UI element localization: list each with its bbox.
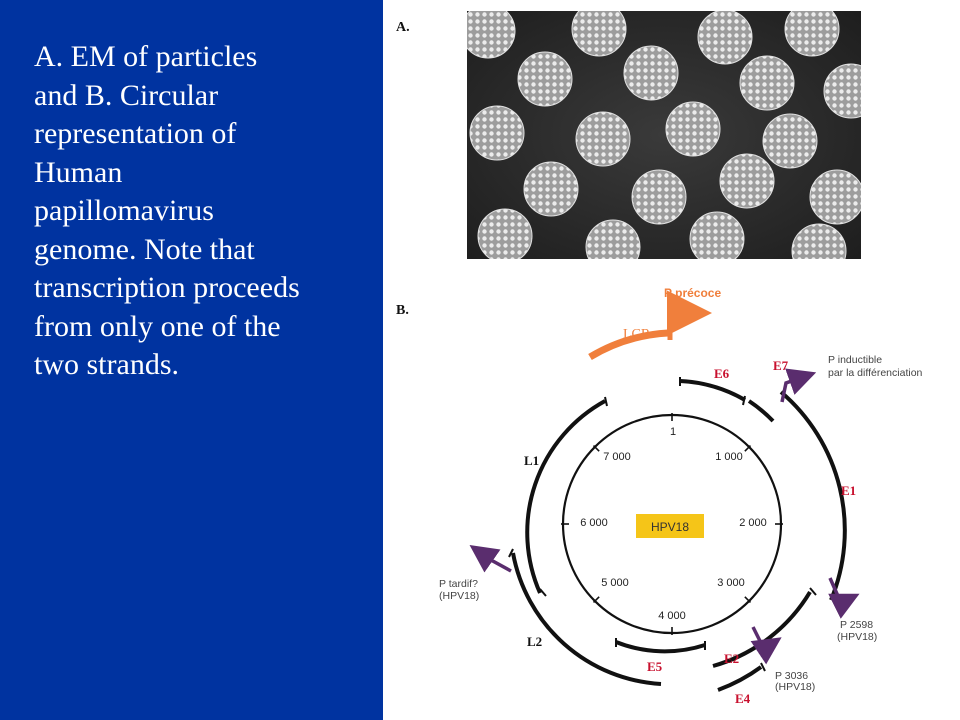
gene-label-e1: E1 <box>841 483 856 498</box>
tick-label-4000: 4 000 <box>658 610 686 622</box>
virus-particle <box>739 55 795 111</box>
inducible-promoter-arrow <box>780 368 817 403</box>
late-promoter-label-1: P tardif? <box>439 578 478 590</box>
tick-label-6000: 6 000 <box>580 517 608 529</box>
caption-line: genome. Note that <box>34 232 255 266</box>
late-promoter-arrow <box>469 544 512 573</box>
caption-line: papillomavirus <box>34 194 214 227</box>
caption-line: two strands. <box>34 348 179 381</box>
virus-particle <box>469 105 525 161</box>
caption-line: Human <box>34 155 123 189</box>
gene-arc-l1 <box>525 399 606 594</box>
virus-particle <box>762 113 818 169</box>
gene-label-l2: L2 <box>527 634 542 649</box>
early-promoter-label: P précoce <box>664 286 721 300</box>
tick-label-2000: 2 000 <box>739 517 767 529</box>
virus-particle <box>809 169 861 225</box>
gene-arc-e7 <box>747 399 775 423</box>
genome-map: HPV18 1 1 000 2 000 3 000 4 000 5 000 6 … <box>439 286 923 706</box>
caption-panel: A. EM of particles and B. Circular repre… <box>0 0 383 720</box>
gene-arc-e1 <box>779 390 847 601</box>
virus-particle <box>665 101 721 157</box>
tick-label-5000: 5 000 <box>601 577 629 589</box>
gene-label-e4: E4 <box>735 691 751 706</box>
gene-label-e5: E5 <box>647 659 663 674</box>
hpv18-label: HPV18 <box>651 520 689 534</box>
genome-tick <box>744 444 752 452</box>
virus-particle <box>523 161 579 217</box>
lcr-arc <box>588 329 669 361</box>
gene-label-e7: E7 <box>773 358 789 373</box>
caption-line: representation of <box>34 117 237 150</box>
virus-particle <box>575 111 631 167</box>
genome-tick <box>592 444 600 452</box>
virus-particle <box>623 45 679 101</box>
p3036-arrow <box>750 626 782 665</box>
panel-b-label: B. <box>396 303 409 318</box>
virus-particle <box>477 208 533 259</box>
tick-label-1: 1 <box>670 426 676 438</box>
virus-particle <box>571 11 627 57</box>
gene-label-e6: E6 <box>714 366 730 381</box>
late-promoter-label-2: (HPV18) <box>439 590 479 602</box>
gene-arc-l2 <box>511 552 662 686</box>
gene-label-l1: L1 <box>524 453 539 468</box>
virus-particle <box>791 223 847 259</box>
tick-label-7000: 7 000 <box>603 451 631 463</box>
virus-particle <box>631 169 687 225</box>
lcr-label: LCR <box>623 327 651 342</box>
tick-label-1000: 1 000 <box>715 451 743 463</box>
inducible-promoter-label-1: P inductible <box>828 354 882 366</box>
genome-tick <box>744 596 752 604</box>
genome-tick <box>592 596 600 604</box>
virus-particle <box>719 153 775 209</box>
p2598-label-2: (HPV18) <box>837 631 877 643</box>
caption-line: from only one of the <box>34 309 281 343</box>
virus-particle <box>823 63 861 119</box>
p3036-label-2: (HPV18) <box>775 681 815 693</box>
hpv18-box <box>636 514 704 538</box>
p2598-label-1: P 2598 <box>840 619 873 631</box>
gene-arc-e6 <box>679 379 746 402</box>
virus-particle <box>784 11 840 57</box>
early-promoter-arrow <box>667 290 712 340</box>
caption-text: A. EM of particles and B. Circular repre… <box>34 38 374 385</box>
inducible-promoter-label-2: par la différenciation <box>828 367 923 379</box>
panel-a-label: A. <box>396 20 410 35</box>
virus-particle <box>467 11 516 59</box>
tick-label-3000: 3 000 <box>717 577 745 589</box>
virus-particle <box>517 51 573 107</box>
virus-particle <box>697 11 753 65</box>
em-micrograph <box>467 11 861 259</box>
gene-label-e2: E2 <box>724 651 739 666</box>
gene-arc-e5 <box>615 640 706 654</box>
caption-line: and B. Circular <box>34 78 219 112</box>
caption-line: transcription proceeds <box>34 271 300 304</box>
p2598-arrow <box>828 577 860 619</box>
gene-arc-e4 <box>717 665 763 692</box>
virus-particle <box>689 211 745 259</box>
virus-particle <box>585 219 641 259</box>
caption-line: A. EM of particles <box>34 40 258 73</box>
p3036-label-1: P 3036 <box>775 670 808 682</box>
